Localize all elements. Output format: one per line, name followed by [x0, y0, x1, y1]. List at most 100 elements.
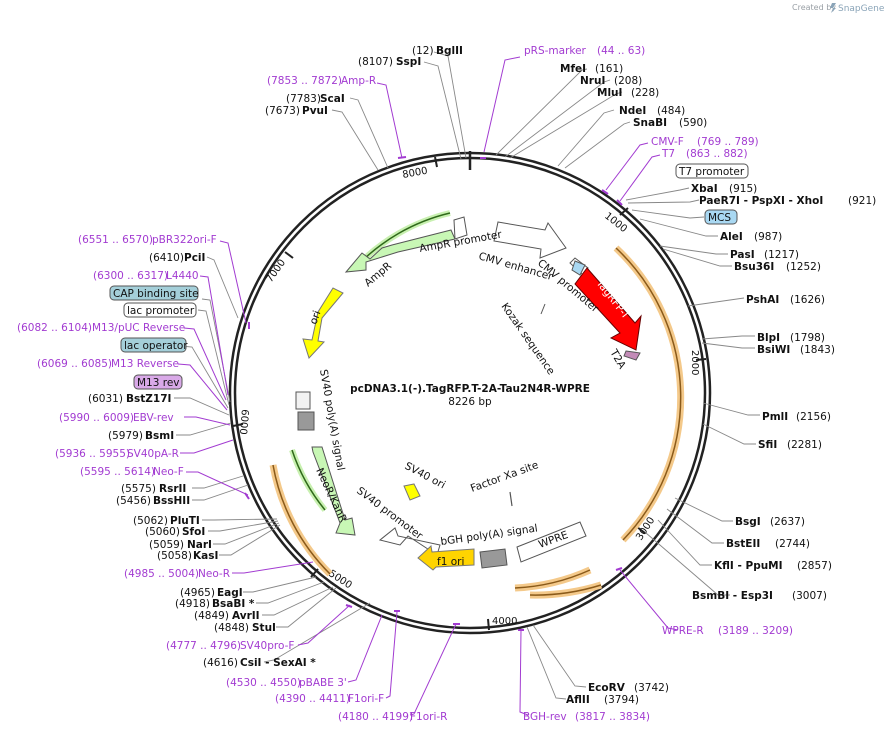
- orange-arcs: [269, 210, 685, 599]
- primer-f1ori-f: F1ori-F: [348, 693, 384, 705]
- box-lac-operator: lac operator: [124, 340, 188, 352]
- primer-prs-marker: pRS-marker: [524, 45, 587, 57]
- enzyme-csii: CsiI - SexAI *: [240, 657, 316, 669]
- svg-text:(7783): (7783): [286, 93, 321, 105]
- svg-text:(3007): (3007): [792, 590, 827, 602]
- svg-text:(2744): (2744): [775, 538, 810, 550]
- svg-text:(863 .. 882): (863 .. 882): [686, 148, 748, 160]
- svg-text:(5060): (5060): [145, 526, 180, 538]
- svg-text:(769 .. 789): (769 .. 789): [697, 136, 759, 148]
- svg-text:(2857): (2857): [797, 560, 832, 572]
- svg-text:(3189 .. 3209): (3189 .. 3209): [718, 625, 793, 637]
- svg-text:(4616): (4616): [203, 657, 238, 669]
- enzyme-rsrii: RsrII: [159, 483, 186, 495]
- plasmid-size: 8226 bp: [448, 396, 492, 408]
- enzyme-pasi: PasI: [730, 249, 755, 261]
- enzyme-kasi: KasI: [193, 550, 218, 562]
- svg-text:(6031): (6031): [88, 393, 123, 405]
- enzyme-pmli: PmlI: [762, 411, 788, 423]
- svg-text:(8107): (8107): [358, 56, 393, 68]
- svg-text:(4777 .. 4796): (4777 .. 4796): [166, 640, 241, 652]
- enzyme-sfii: SfiI: [758, 439, 777, 451]
- svg-text:(5456): (5456): [116, 495, 151, 507]
- credit-brand: SnapGene: [838, 4, 885, 14]
- svg-text:(5062): (5062): [133, 515, 168, 527]
- svg-text:(208): (208): [614, 75, 642, 87]
- primer-cmv-f: CMV-F: [651, 136, 684, 148]
- credit-prefix: Created by: [792, 3, 836, 12]
- svg-text:(4849): (4849): [194, 610, 229, 622]
- enzyme-snabi: SnaBI: [633, 117, 667, 129]
- svg-text:(915): (915): [729, 183, 757, 195]
- svg-text:(5058): (5058): [157, 550, 192, 562]
- enzyme-mlui: MluI: [597, 87, 622, 99]
- svg-text:(7853 .. 7872): (7853 .. 7872): [267, 75, 342, 87]
- tick-label-6000: 6000: [237, 409, 250, 435]
- svg-text:(6410): (6410): [149, 252, 184, 264]
- enzyme-labels: (12) BglII (8107) SspI (7783) ScaI (7673…: [88, 45, 876, 706]
- snapgene-logo-icon: [830, 3, 836, 13]
- svg-text:(161): (161): [595, 63, 623, 75]
- svg-text:(228): (228): [631, 87, 659, 99]
- enzyme-mfei: MfeI: [560, 63, 586, 75]
- svg-text:(4985 .. 5004): (4985 .. 5004): [124, 568, 199, 580]
- enzyme-bsmbi: BsmBI - Esp3I: [692, 590, 773, 602]
- boxed-labels: T7 promoter MCS CAP binding site lac pro…: [109, 163, 749, 390]
- svg-text:(5595 .. 5614): (5595 .. 5614): [80, 466, 155, 478]
- primer-l4440: L4440: [166, 270, 199, 282]
- enzyme-scai: ScaI: [320, 93, 345, 105]
- primer-m13-reverse: M13 Reverse: [111, 358, 179, 370]
- svg-text:(484): (484): [657, 105, 685, 117]
- svg-text:(6551 .. 6570): (6551 .. 6570): [78, 234, 153, 246]
- svg-text:(5059): (5059): [149, 539, 184, 551]
- enzyme-nrui: NruI: [580, 75, 605, 87]
- svg-text:(2156): (2156): [796, 411, 831, 423]
- svg-text:(4848): (4848): [214, 622, 249, 634]
- enzyme-pcii: PciI: [184, 252, 205, 264]
- enzyme-bsteii: BstEII: [726, 538, 760, 550]
- tick-label-8000: 8000: [402, 166, 429, 181]
- feature-factor-xa: Factor Xa site: [469, 459, 540, 495]
- primer-pbr322ori-f: pBR322ori-F: [152, 234, 217, 246]
- svg-text:(7673): (7673): [265, 105, 300, 117]
- enzyme-xbai: XbaI: [691, 183, 718, 195]
- svg-text:(4390 .. 4411): (4390 .. 4411): [275, 693, 350, 705]
- svg-text:(44 .. 63): (44 .. 63): [597, 45, 645, 57]
- svg-text:(6082 .. 6104): (6082 .. 6104): [17, 322, 92, 334]
- svg-text:(5936 .. 5955): (5936 .. 5955): [55, 448, 130, 460]
- primer-labels: pRS-marker (44 .. 63) (7853 .. 7872) Amp…: [17, 45, 793, 723]
- primer-t7: T7: [661, 148, 675, 160]
- primer-ebv-rev: EBV-rev: [133, 412, 174, 424]
- enzyme-eagi: EagI: [217, 587, 243, 599]
- svg-text:(6069 .. 6085): (6069 .. 6085): [37, 358, 112, 370]
- enzyme-ecorv: EcoRV: [588, 682, 626, 694]
- primer-neo-f: Neo-F: [153, 466, 184, 478]
- primer-neo-r: Neo-R: [198, 568, 230, 580]
- enzyme-aflii: AflII: [566, 694, 590, 706]
- leader-lines: [174, 51, 760, 700]
- enzyme-sspi: SspI: [396, 56, 421, 68]
- tick-label-2000: 2000: [689, 350, 700, 375]
- enzyme-pluti: PluTI: [170, 515, 200, 527]
- svg-text:(1843): (1843): [800, 344, 835, 356]
- enzyme-pvui: PvuI: [302, 105, 328, 117]
- primer-bgh-rev: BGH-rev: [523, 711, 567, 723]
- svg-text:(5575): (5575): [121, 483, 156, 495]
- enzyme-bglii: BglII: [436, 45, 463, 57]
- tick-label-4000: 4000: [492, 616, 517, 627]
- primer-wpre-r: WPRE-R: [662, 625, 704, 637]
- svg-text:(4180 .. 4199): (4180 .. 4199): [338, 711, 413, 723]
- enzyme-avrii: AvrII: [232, 610, 260, 622]
- svg-text:(590): (590): [679, 117, 707, 129]
- svg-text:(921): (921): [848, 195, 876, 207]
- enzyme-stui: StuI: [252, 622, 276, 634]
- feature-f1-ori: f1 ori: [437, 556, 464, 568]
- svg-text:(3817 .. 3834): (3817 .. 3834): [575, 711, 650, 723]
- feature-ampr: AmpR: [362, 260, 394, 289]
- enzyme-bsiwi: BsiWI: [757, 344, 790, 356]
- svg-text:(4530 .. 4550): (4530 .. 4550): [226, 677, 301, 689]
- primer-m13puc-reverse: M13/pUC Reverse: [92, 322, 185, 334]
- svg-text:(987): (987): [754, 231, 782, 243]
- svg-text:(5990 .. 6009): (5990 .. 6009): [59, 412, 134, 424]
